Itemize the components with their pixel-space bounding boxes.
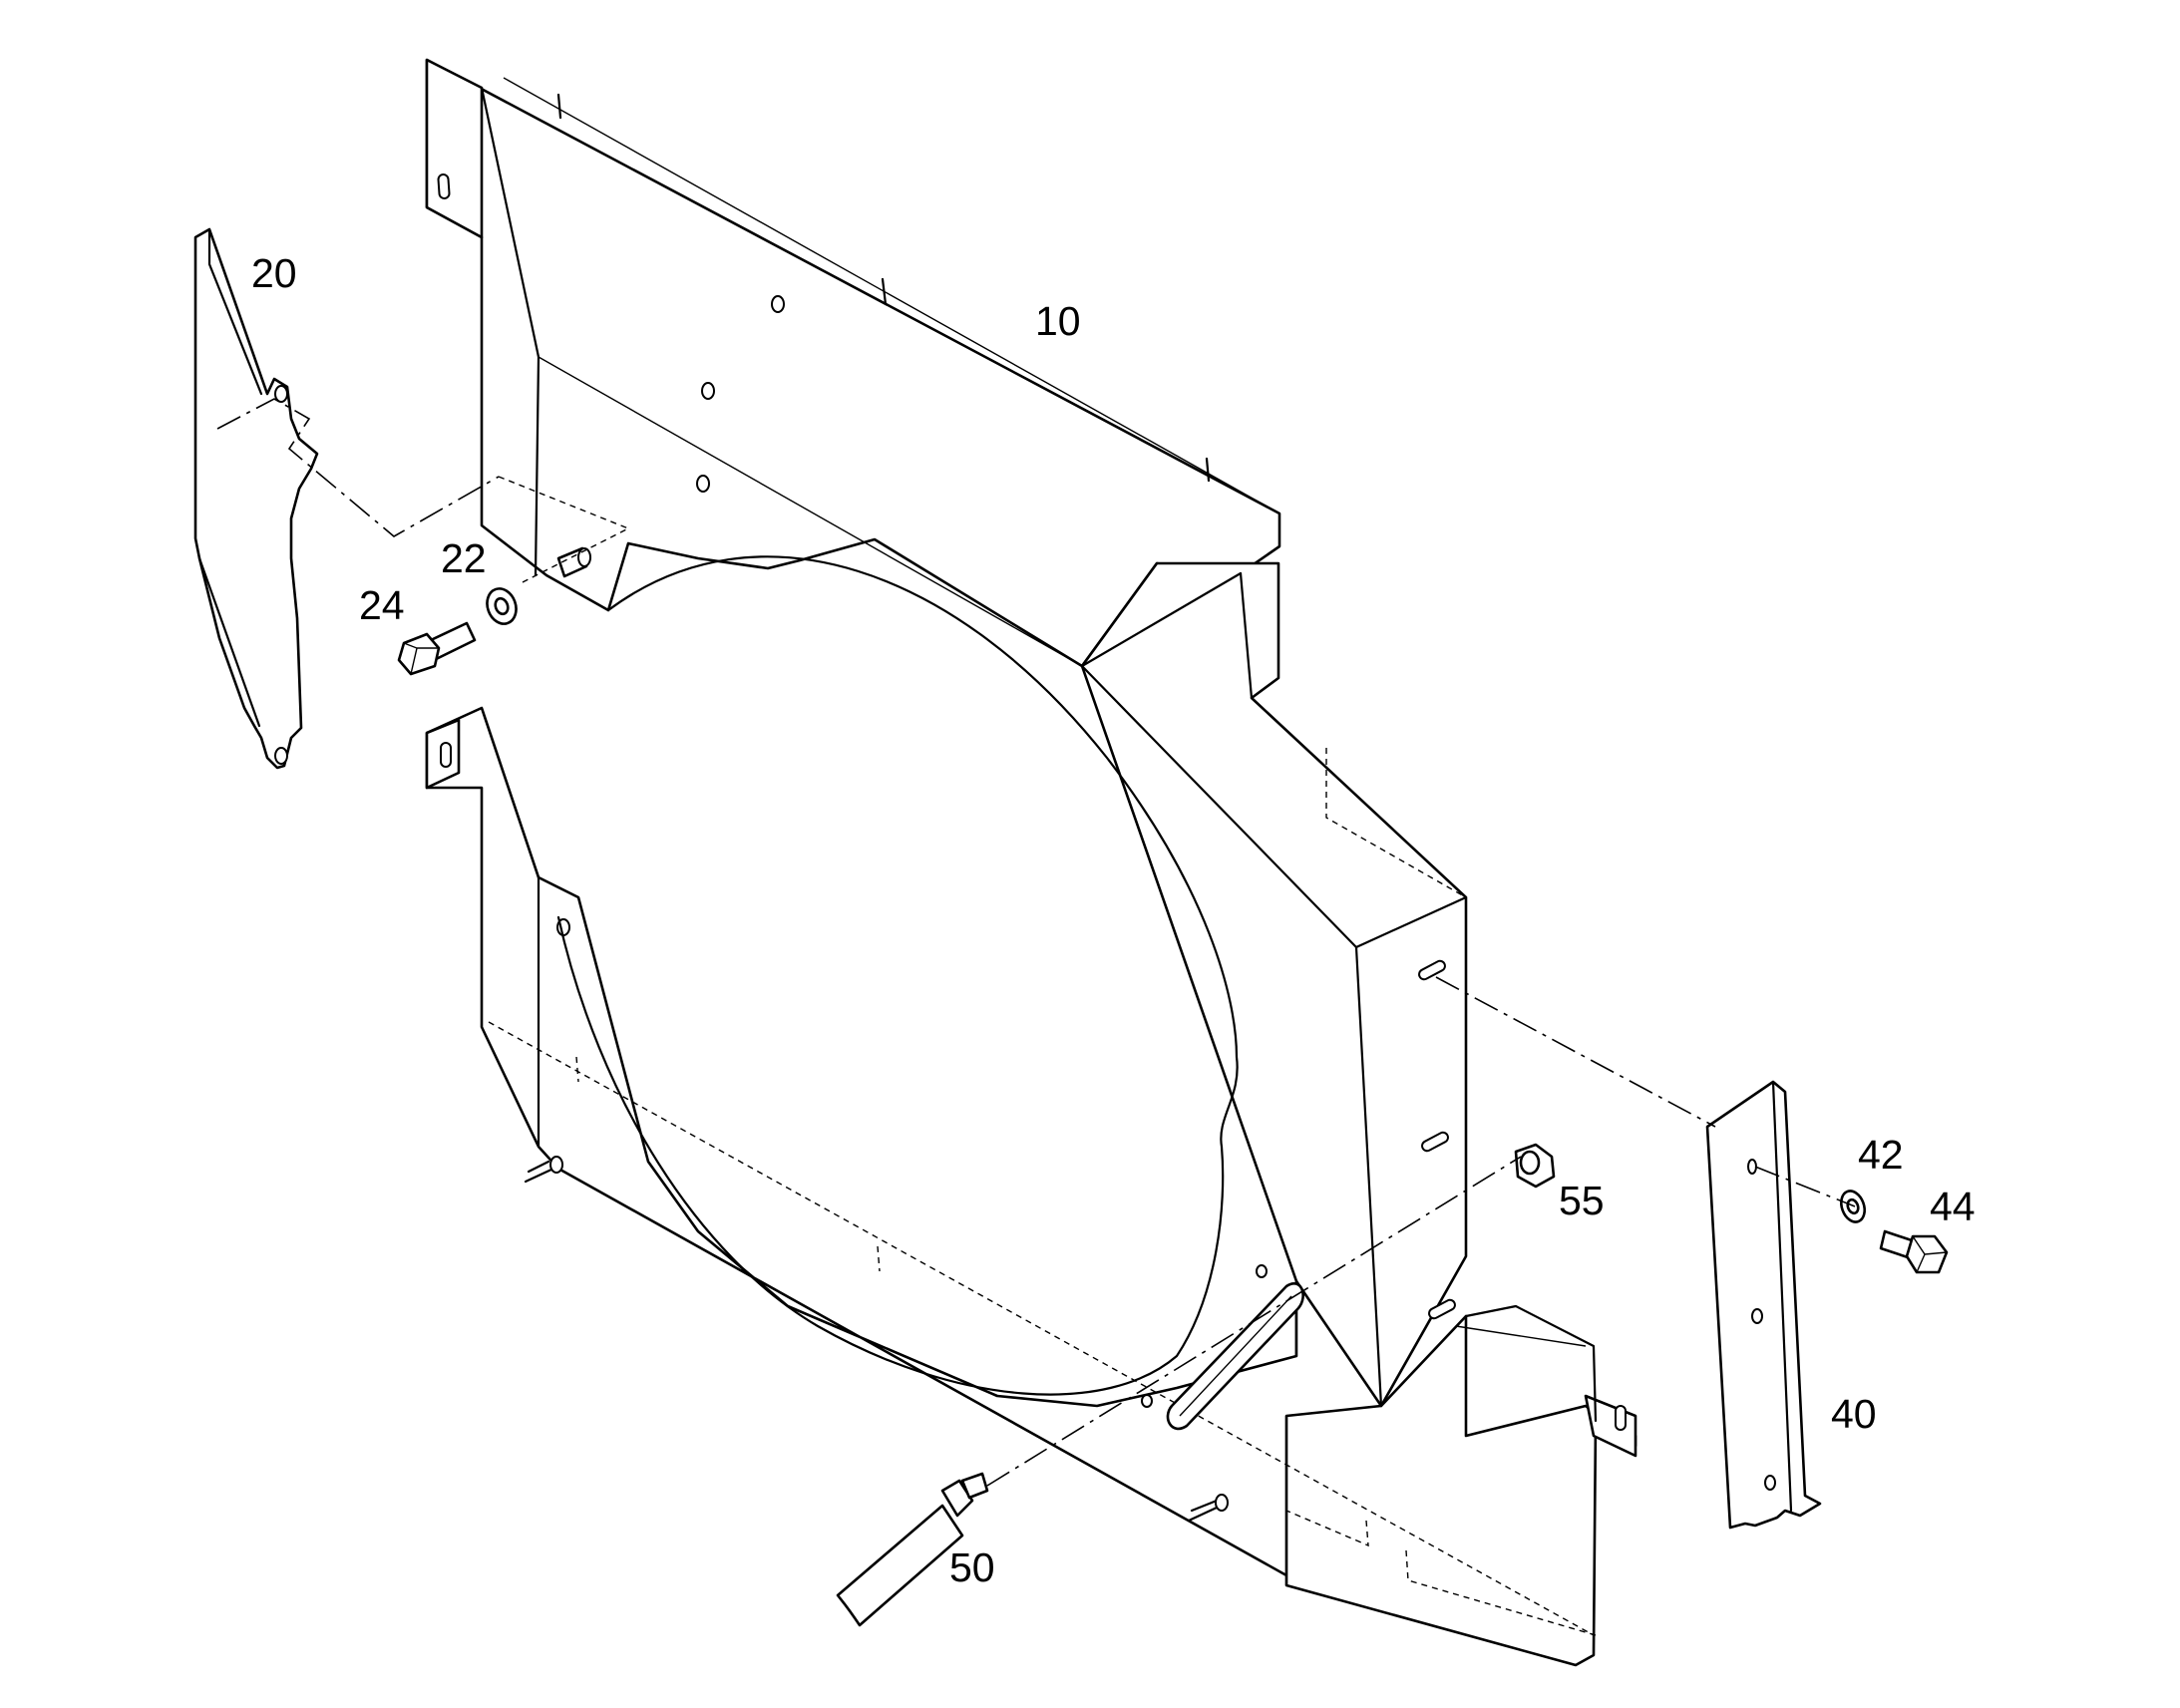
bracket-part <box>1705 1080 1822 1530</box>
callout-10: 10 <box>1035 298 1081 344</box>
callout-20: 20 <box>251 250 297 296</box>
callout-50: 50 <box>949 1544 995 1590</box>
callout-44: 44 <box>1930 1184 1976 1229</box>
callout-22: 22 <box>441 535 487 581</box>
callout-40: 40 <box>1831 1391 1877 1437</box>
assembly-lines <box>216 398 1856 1487</box>
callout-42: 42 <box>1858 1132 1904 1178</box>
side-plate-part <box>193 227 319 770</box>
callout-24: 24 <box>359 582 405 628</box>
fan-shroud-part <box>425 58 1637 1667</box>
callout-labels: 10 20 22 24 40 42 44 50 55 <box>251 250 1976 1590</box>
nut-part <box>1514 1143 1556 1189</box>
right-washer-bolt <box>1840 1190 1949 1274</box>
handle-part <box>836 1282 1304 1627</box>
upper-washer-bolt <box>397 546 591 676</box>
callout-55: 55 <box>1559 1178 1605 1223</box>
